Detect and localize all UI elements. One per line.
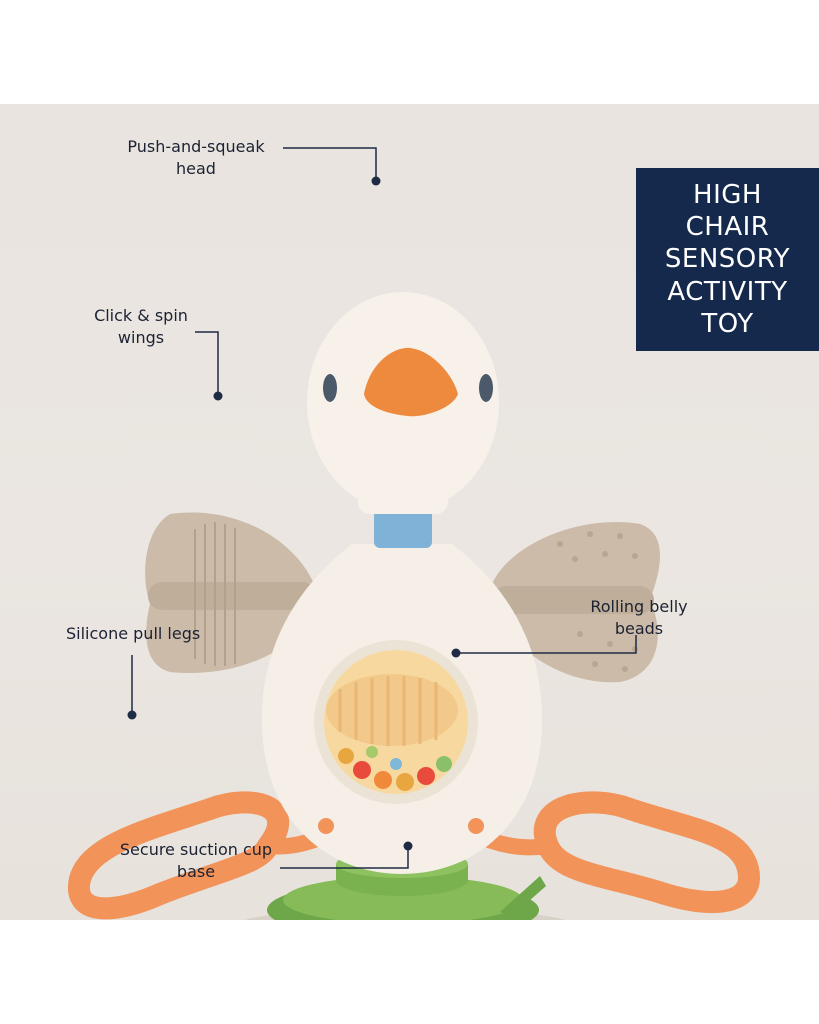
product-title-badge: HIGH CHAIR SENSORY ACTIVITY TOY xyxy=(636,168,819,351)
callout-base-label: Secure suction cup base xyxy=(119,840,273,881)
left-wing xyxy=(145,512,318,674)
belly-beads xyxy=(338,746,452,791)
duck-head xyxy=(307,292,499,514)
product-photo: HIGH CHAIR SENSORY ACTIVITY TOY xyxy=(0,104,819,920)
callout-wings-label: Click & spin wings xyxy=(94,306,188,347)
right-wing xyxy=(492,522,660,683)
duck-body xyxy=(261,544,543,874)
badge-text: HIGH CHAIR SENSORY ACTIVITY TOY xyxy=(664,179,791,339)
duck-toy-illustration xyxy=(68,292,760,920)
neck-ring xyxy=(374,504,432,548)
callout-beads-label: Rolling belly beads xyxy=(590,597,688,638)
callout-legs-label: Silicone pull legs xyxy=(66,624,201,643)
callout-head-label: Push-and-squeak head xyxy=(127,137,265,178)
